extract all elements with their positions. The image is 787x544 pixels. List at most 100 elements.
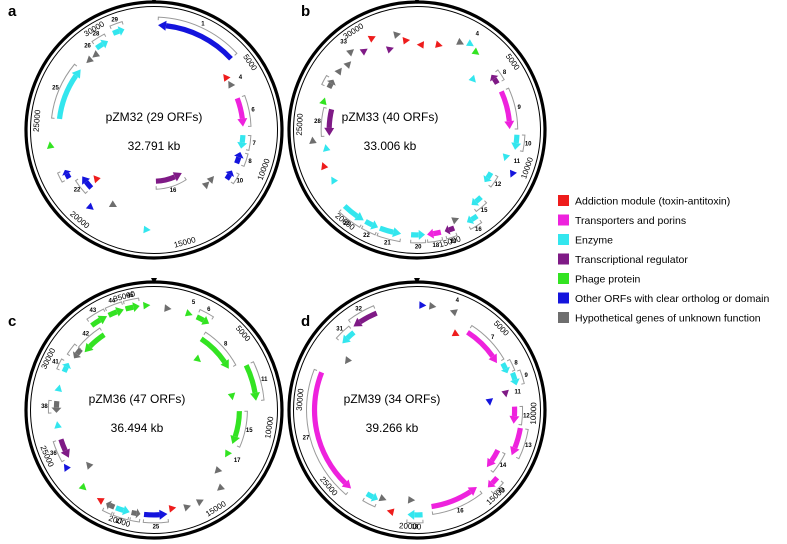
orf-number-label: 45 <box>127 293 134 299</box>
orf-bracket <box>77 327 102 350</box>
orf-arrow-other <box>165 23 233 61</box>
orf-arrow-enzyme <box>364 219 374 228</box>
orf-number-label: 33 <box>340 40 347 46</box>
orf-marker-addiction <box>386 508 395 516</box>
orf-arrow-phage <box>199 336 227 364</box>
orf-number-label: 16 <box>457 508 464 514</box>
orf-number-label: 5 <box>192 300 196 306</box>
orf-bracket <box>376 232 401 243</box>
orf-marker-addiction <box>168 505 177 513</box>
orf-bracket <box>445 232 458 240</box>
orf-arrow-phage <box>107 309 118 318</box>
orf-arrow-other <box>64 172 72 180</box>
orf-arrow-enzyme <box>510 371 518 381</box>
orf-bracket <box>56 358 65 371</box>
orf-arrow-enzyme <box>115 505 125 513</box>
orf-marker-addiction <box>402 37 411 45</box>
orf-number-label: 8 <box>248 159 252 165</box>
orf-marker-phage <box>319 97 327 106</box>
orf-number-label: 8 <box>224 342 228 348</box>
plasmid-name: pZM36 (47 ORFs) <box>89 392 186 406</box>
orf-bracket <box>52 440 65 463</box>
orf-arrow-transporter <box>234 97 245 119</box>
orf-bracket <box>320 106 327 137</box>
orf-marker-hypothetical <box>92 50 101 58</box>
tick-label: 10000 <box>529 402 539 425</box>
orf-bracket <box>86 308 106 322</box>
orf-bracket <box>516 369 525 385</box>
orf-marker-other <box>85 202 94 210</box>
orf-arrowhead <box>326 79 336 86</box>
orf-bracket <box>129 517 141 523</box>
orf-number-label: 19 <box>450 239 457 245</box>
legend-label-regulator: Transcriptional regulator <box>575 254 688 266</box>
orf-marker-phage <box>193 354 201 363</box>
orf-bracket <box>335 325 352 341</box>
orf-marker-hypothetical <box>86 461 94 470</box>
plasmid-size: 39.266 kb <box>366 421 419 435</box>
orf-bracket <box>109 21 124 29</box>
legend-swatch-regulator <box>558 253 569 265</box>
orf-arrow-regulator <box>155 174 176 184</box>
orf-marker-hypothetical <box>378 494 387 502</box>
orf-number-label: 6 <box>251 107 255 113</box>
plasmid-name: pZM32 (29 ORFs) <box>106 110 203 124</box>
orf-arrow-enzyme <box>410 232 419 238</box>
panel-letter: c <box>8 313 16 330</box>
origin-marker <box>415 0 419 4</box>
orf-arrow-other <box>84 180 94 190</box>
orf-arrow-transporter <box>498 90 512 122</box>
plasmid-size: 36.494 kb <box>111 421 164 435</box>
orf-number-label: 18 <box>433 243 440 249</box>
origin-marker <box>151 278 157 284</box>
tick-label: 25000 <box>32 109 43 132</box>
orf-number-label: 1 <box>201 21 205 27</box>
orf-marker-hypothetical <box>201 181 210 190</box>
orf-arrowhead <box>71 69 81 79</box>
orf-number-label: 4 <box>239 75 243 81</box>
orf-bracket <box>360 225 377 236</box>
orf-bracket <box>91 33 107 45</box>
orf-arrow-phage <box>243 364 258 394</box>
orf-arrow-enzyme <box>513 134 520 144</box>
orf-number-label: 12 <box>495 182 502 188</box>
orf-bracket <box>495 69 505 82</box>
orf-arrow-enzyme <box>485 171 494 180</box>
orf-arrowhead <box>510 446 520 456</box>
orf-number-label: 25 <box>52 85 59 91</box>
orf-arrow-enzyme <box>112 28 121 36</box>
orf-number-label: 11 <box>514 389 521 395</box>
orf-arrowhead <box>324 127 335 136</box>
orf-number-label: 16 <box>475 227 482 233</box>
orf-arrow-enzyme <box>414 512 423 518</box>
orf-bracket <box>155 176 187 190</box>
orf-arrowhead <box>444 225 451 235</box>
legend-label-transporter: Transporters and porins <box>575 215 686 227</box>
orf-marker-enzyme <box>502 153 511 162</box>
orf-bracket <box>250 361 265 401</box>
orf-marker-other <box>419 301 427 309</box>
legend-label-enzyme: Enzyme <box>575 235 613 247</box>
orf-arrow-enzyme <box>474 195 483 204</box>
orf-marker-regulator <box>385 46 394 54</box>
orf-marker-hypothetical <box>214 466 223 474</box>
orf-bracket <box>488 174 499 188</box>
orf-arrow-transporter <box>431 489 472 510</box>
orf-bracket <box>56 171 66 183</box>
orf-arrowhead <box>418 229 426 240</box>
orf-arrowhead <box>230 434 240 444</box>
orf-arrowhead <box>342 334 351 344</box>
orf-bracket <box>468 219 483 231</box>
orf-number-label: 15 <box>498 489 505 495</box>
orf-arrowhead <box>84 342 94 353</box>
orf-number-label: 20 <box>415 244 422 250</box>
orf-number-label: 28 <box>93 32 100 38</box>
orf-marker-hypothetical <box>195 499 204 507</box>
orf-marker-hypothetical <box>451 217 460 225</box>
orf-bracket <box>469 324 505 361</box>
orf-number-label: 17 <box>234 458 241 464</box>
orf-number-label: 14 <box>500 463 507 469</box>
orf-bracket <box>157 16 238 56</box>
